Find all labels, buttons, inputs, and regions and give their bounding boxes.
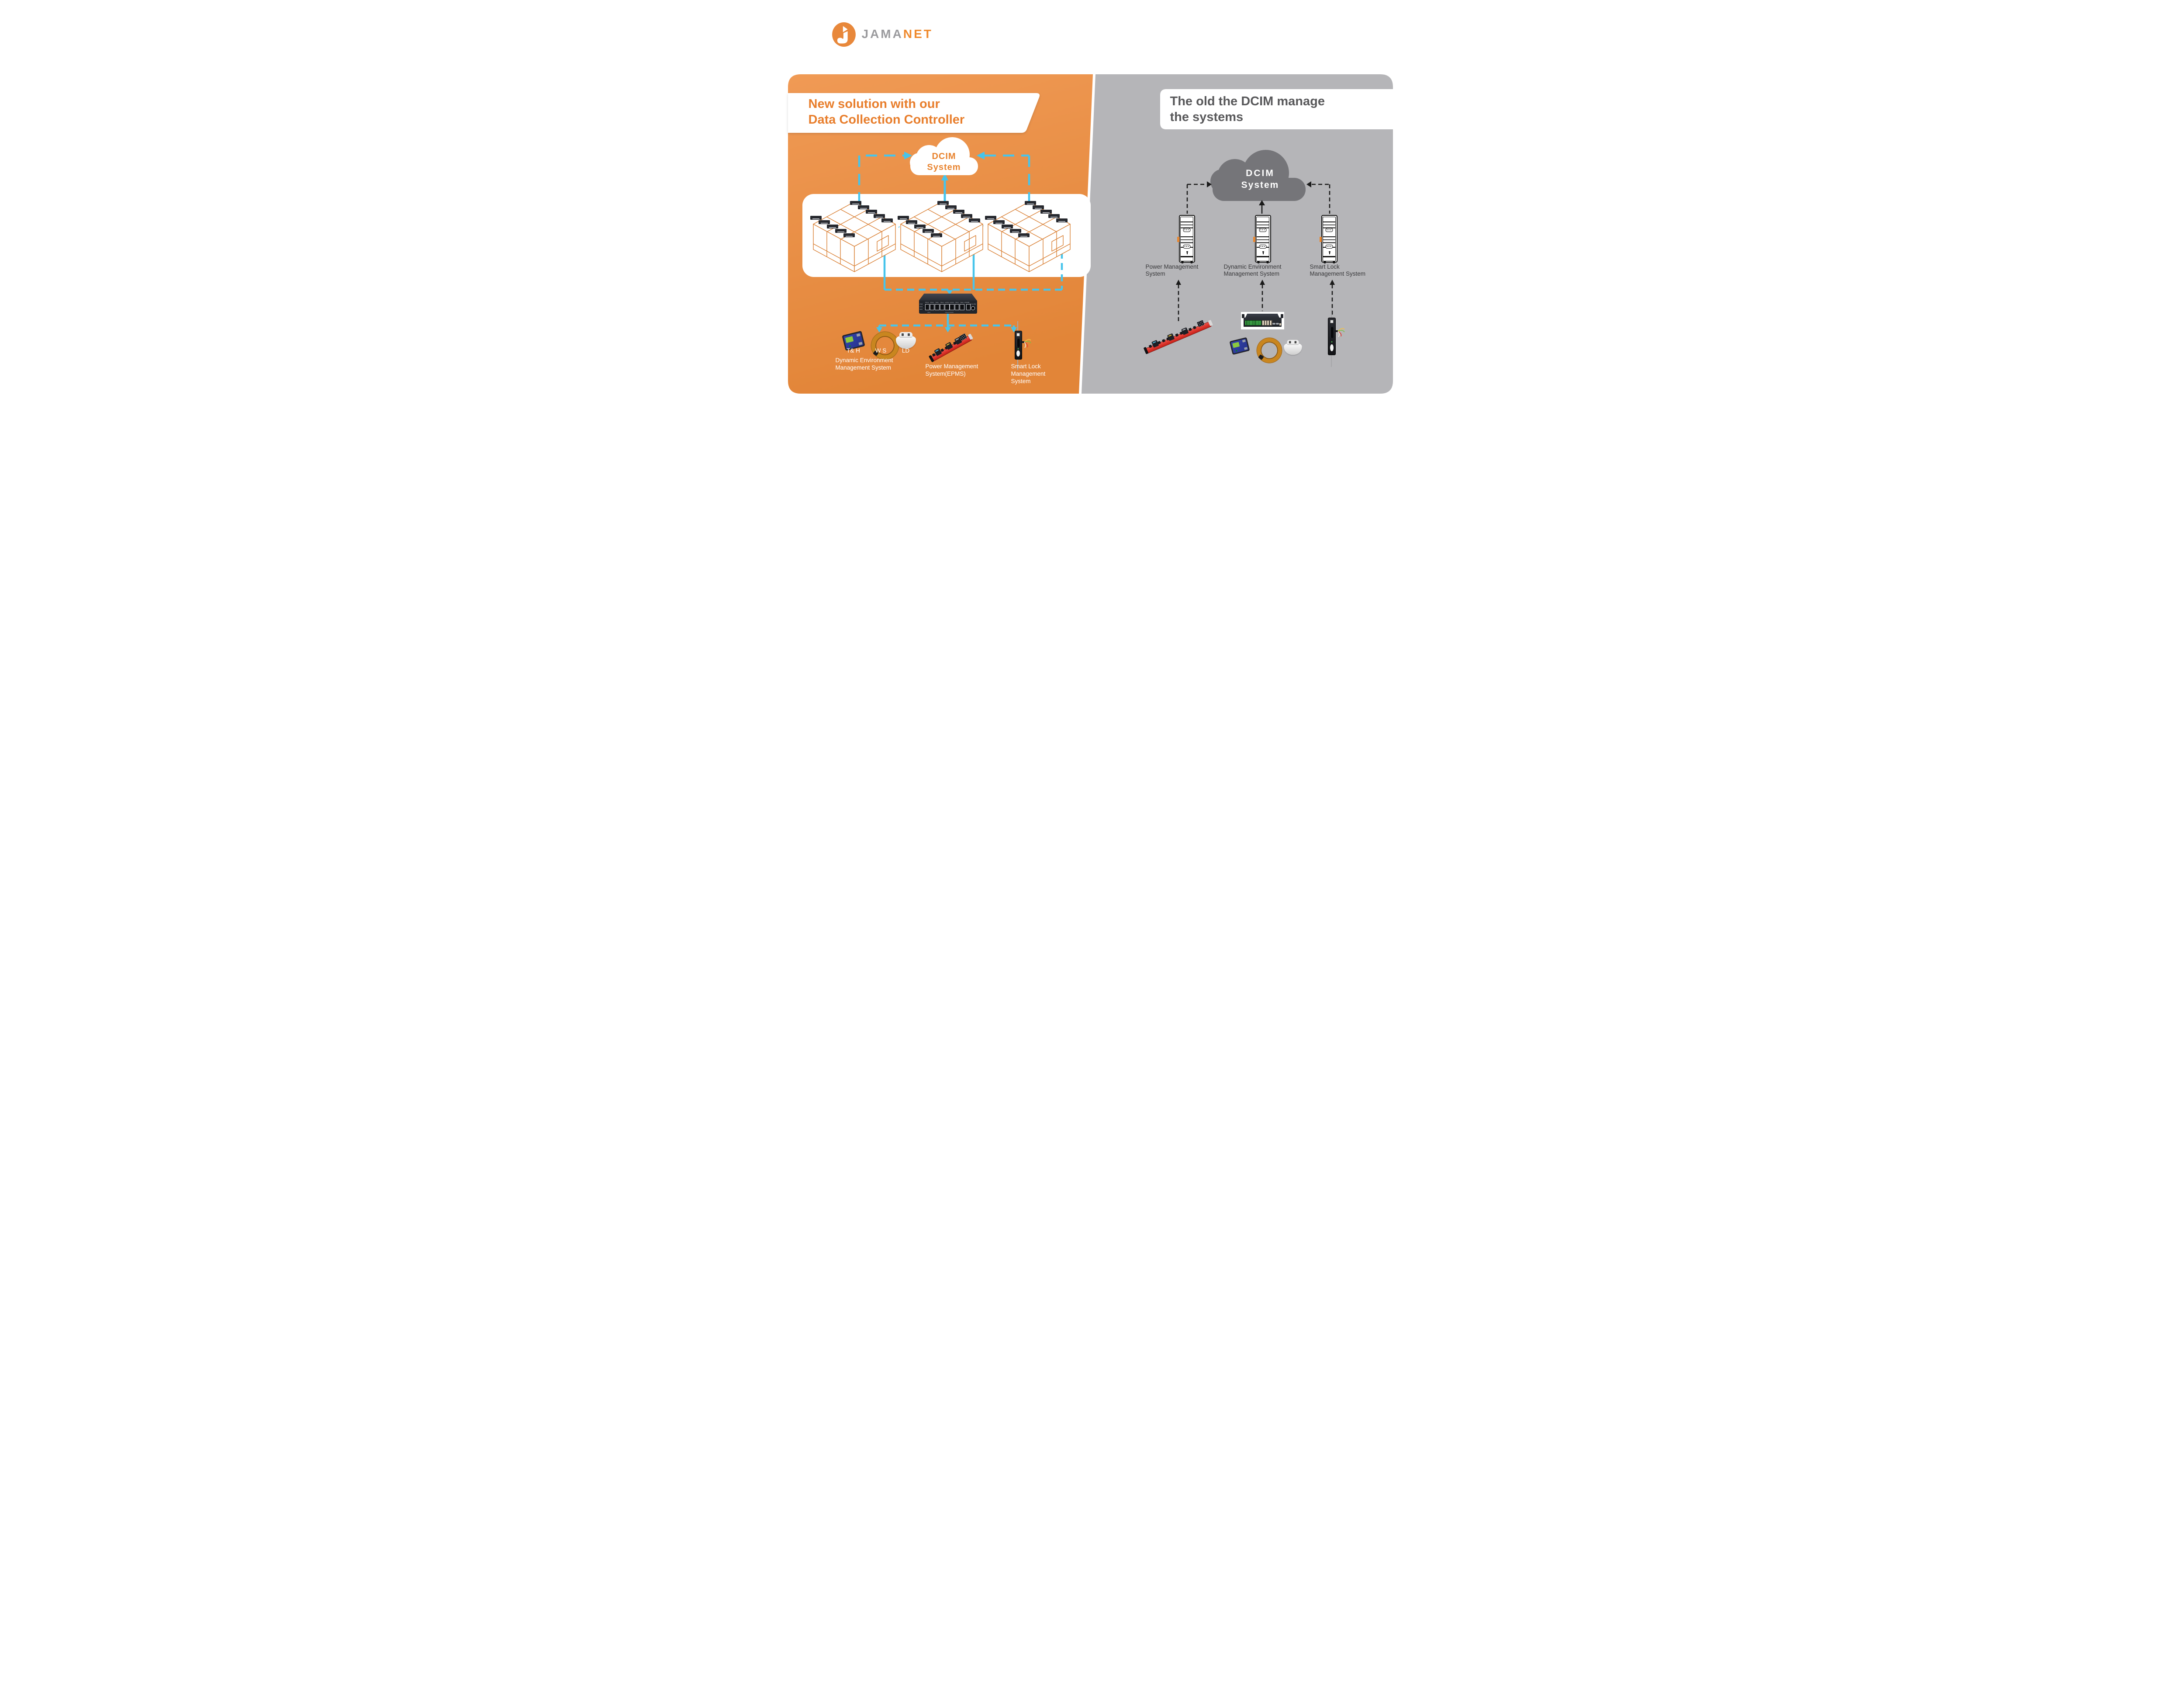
port-label: PDU2 [930,301,934,303]
cloud-new-line2: System [927,163,961,172]
dynamic-label-line1: Dynamic Environment [835,357,893,363]
infographic-canvas: DCIM System DCIM System [771,0,1413,426]
black-arrow-dev2 [1259,280,1265,285]
tower-dynamic-environment [1253,215,1271,263]
water-sensor-label: W S [875,347,887,354]
smoke-detector-image [895,332,916,349]
cyan-arrow-dynamic [876,327,882,332]
cyan-arrow-into-cloud-left [904,152,912,159]
right-title-banner [1160,89,1393,129]
tower3-label-line1: Smart Lock [1310,263,1340,270]
black-arrow-cloud-right [1306,181,1311,187]
dynamic-system-label: Dynamic Environment Management System [836,357,893,371]
lock-system-label: Smart Lock Management System [1011,363,1046,385]
switch-port-labels: PDU1 PDU2 T&H1 T&H2 LOCK1 LOCK2 T&H3 T&H… [925,301,970,303]
left-title-line1: New solution with our [808,97,940,111]
port-label: T&H4 [960,301,964,303]
tower2-label-line2: Management System [1223,270,1280,277]
tower3-label-line2: Management System [1310,270,1366,277]
tower-power-management [1177,215,1195,263]
port-label: T&H3 [955,301,959,303]
tower1-label-line1: Power Management [1145,263,1199,270]
port-label: T&H1 [935,301,939,303]
th-sensor-label: T& H [847,347,860,354]
dc-jack [971,306,975,310]
port-label: LOCK2 [950,301,954,303]
cloud-old-line1: DCIM [1246,168,1275,178]
left-title-line2: Data Collection Controller [808,113,965,127]
old-water-coil-image [1257,338,1282,363]
power-system-label: Power Management System(EPMS) [926,363,978,377]
port-label: LOCK1 [944,301,949,303]
background-graphics: DCIM System DCIM System [788,74,1393,394]
black-arrow-cloud-bottom [1258,200,1265,205]
cloud-new-line1: DCIM [932,152,956,161]
led-label: RUN [919,306,923,308]
tower1-label: Power Management System [1146,263,1199,277]
gray-panel [1081,74,1393,394]
black-arrow-cloud-left [1206,181,1212,187]
cabinet-3 [987,201,1071,272]
brand-name-gray: JAMA [861,27,903,41]
black-arrow-dev1 [1175,280,1181,285]
black-arrow-dev3 [1329,280,1335,285]
tower2-label: Dynamic Environment Management System [1224,263,1282,277]
right-title: The old the DCIM manage the systems [1170,93,1325,125]
dc-label: DC12-48V [970,303,976,305]
lock-wires [1020,339,1031,348]
cyan-arrow-switch [946,290,953,295]
cyan-arrow-epms [944,327,951,332]
tower-smart-lock [1320,215,1337,263]
dcim-cloud-old: DCIM System [1210,150,1306,201]
cloud-old-line2: System [1241,180,1279,190]
old-smoke-detector-image [1283,339,1302,355]
right-title-line2: the systems [1170,110,1244,124]
old-smart-lock-image [1327,309,1345,367]
power-label-line2: System(EPMS) [925,370,966,377]
brand-name: JAMANET [862,27,933,41]
switch-ports [925,304,971,310]
tower1-label-line2: System [1145,270,1165,277]
cyan-arrow-up-cloud [941,173,948,180]
brand-logo-mark [832,22,856,47]
power-label-line1: Power Management [925,363,978,370]
smoke-detector-label: LD [902,347,910,354]
pdu-group-label: PDU [927,312,930,313]
lock-label-line2: Management [1011,370,1046,377]
old-gateway-image [1241,312,1284,329]
cabinet-controllers [810,201,1068,237]
cyan-arrow-into-cloud-right [976,152,985,159]
lock-label-line1: Smart Lock [1011,363,1041,370]
output-group-label: Output DC12V [945,312,954,313]
led-label: ALM [919,308,923,310]
old-lock-wires [1334,328,1345,337]
data-collection-controller: PDU1 PDU2 T&H1 T&H2 LOCK1 LOCK2 T&H3 T&H… [919,294,977,314]
switch-top-face [919,294,977,301]
lock-label-line3: System [1011,378,1031,384]
dcim-cloud-new: DCIM System [909,137,978,175]
tower2-label-line1: Dynamic Environment [1223,263,1282,270]
brand-name-orange: NET [903,27,933,41]
port-label: T&H2 [940,301,944,303]
tower3-label: Smart Lock Management System [1310,263,1366,277]
port-label: 10/100M [964,301,970,303]
switch-front-face: PDU1 PDU2 T&H1 T&H2 LOCK1 LOCK2 T&H3 T&H… [919,301,977,314]
smart-lock-image [1014,321,1031,370]
switch-leds: PWR RUN ALM [919,303,924,311]
left-title: New solution with our Data Collection Co… [809,96,965,128]
right-title-line1: The old the DCIM manage [1170,94,1325,108]
dynamic-label-line2: Management System [835,364,892,371]
led-label: PWR [919,303,923,305]
water-sensor-coil-image [871,332,898,359]
cyan-arrow-lock [1010,327,1017,332]
port-label: PDU1 [925,301,929,303]
left-title-banner [788,93,1040,133]
